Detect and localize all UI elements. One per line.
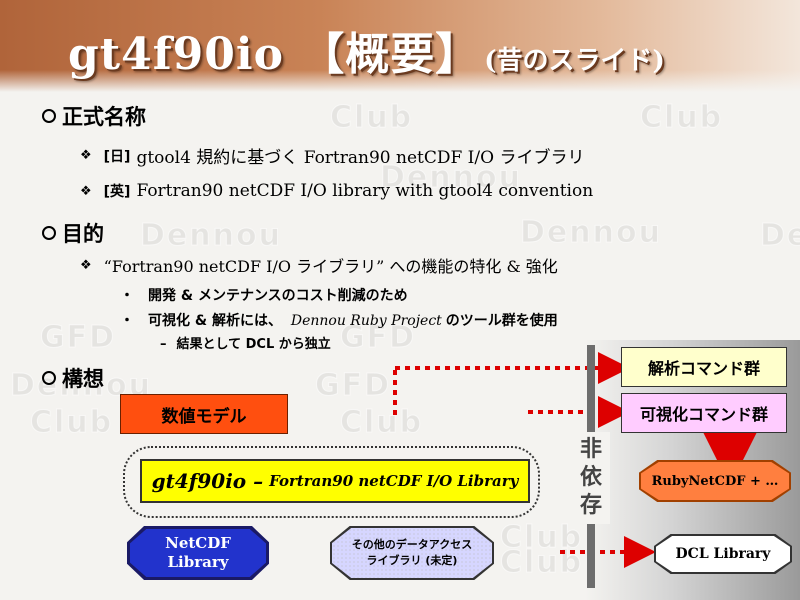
dash-bullet-icon: – (160, 337, 167, 352)
lang-tag: [英] (103, 184, 131, 200)
official-name-en-text: Fortran90 netCDF I/O library with gtool4… (136, 181, 594, 201)
purpose-sub-text: のツール群を使用 (445, 313, 558, 329)
purpose-sub-text: 結果として DCL から独立 (176, 337, 331, 352)
circle-bullet-icon (42, 109, 56, 123)
slide-title-main: gt4f90io 【概要】 (68, 29, 481, 80)
non-dependent-char: 非 (579, 437, 602, 462)
purpose-main-text: “Fortran90 netCDF I/O ライブラリ” への機能の特化 & 強… (103, 257, 558, 276)
other-library-label: ライブラリ (未定) (366, 554, 458, 567)
non-dependent-label: 非 依 存 (572, 432, 610, 524)
library-group-outline (123, 446, 540, 518)
lang-tag: [日] (103, 148, 131, 165)
official-name-ja: ❖ [日] gtool4 規約に基づく Fortran90 netCDF I/O… (80, 143, 584, 168)
analysis-commands-box: 解析コマンド群 (621, 347, 787, 387)
slide-title: gt4f90io 【概要】(昔のスライド) (68, 18, 665, 82)
rubynetcdf-box: RubyNetCDF + … (641, 462, 789, 500)
section-heading: 正式名称 (62, 105, 146, 129)
diamond-bullet-icon: ❖ (80, 257, 92, 273)
purpose-sub-text: 可視化 & 解析には、 (148, 313, 282, 329)
non-dependent-char: 存 (579, 493, 602, 518)
gt4f90io-library-box: gt4f90io – Fortran90 netCDF I/O Library (140, 459, 530, 503)
slide-title-sub: (昔のスライド) (484, 46, 665, 76)
official-name-en: ❖ [英] Fortran90 netCDF I/O library with … (80, 181, 593, 201)
other-data-access-library-box: その他のデータアクセス ライブラリ (未定) (332, 528, 492, 578)
circle-bullet-icon (42, 226, 56, 240)
section-heading: 構想 (62, 367, 104, 391)
dcl-library-box: DCL Library (656, 536, 790, 572)
purpose-sub-sub-item: –結果として DCL から独立 (160, 333, 331, 352)
section-official-name: 正式名称 (42, 101, 146, 131)
circle-bullet-icon (42, 371, 56, 385)
section-concept: 構想 (42, 363, 104, 393)
purpose-sub-item: ・開発 & メンテナンスのコスト削減のため (120, 285, 408, 305)
netcdf-label: NetCDF (165, 534, 231, 552)
library-main-text: gt4f90io – (151, 469, 264, 493)
title-band (0, 0, 800, 92)
dot-bullet-icon: ・ (120, 313, 134, 329)
purpose-main: ❖ “Fortran90 netCDF I/O ライブラリ” への機能の特化 &… (80, 253, 558, 277)
netcdf-library-box: NetCDF Library (130, 529, 266, 577)
section-heading: 目的 (62, 222, 104, 246)
visualization-commands-box: 可視化コマンド群 (621, 393, 787, 433)
other-library-label: その他のデータアクセス (351, 538, 473, 551)
diamond-bullet-icon: ❖ (80, 148, 92, 163)
official-name-ja-text: gtool4 規約に基づく Fortran90 netCDF I/O ライブラリ (136, 148, 585, 168)
purpose-sub-text: 開発 & メンテナンスのコスト削減のため (148, 288, 408, 304)
section-purpose: 目的 (42, 218, 104, 248)
non-dependent-char: 依 (579, 465, 602, 490)
dot-bullet-icon: ・ (120, 288, 134, 304)
diamond-bullet-icon: ❖ (80, 183, 92, 199)
numerical-model-box: 数値モデル (120, 394, 288, 434)
library-sub-text: Fortran90 netCDF I/O Library (269, 472, 519, 490)
netcdf-label: Library (167, 553, 229, 571)
dennou-ruby-project-text: Dennou Ruby Project (290, 313, 442, 329)
